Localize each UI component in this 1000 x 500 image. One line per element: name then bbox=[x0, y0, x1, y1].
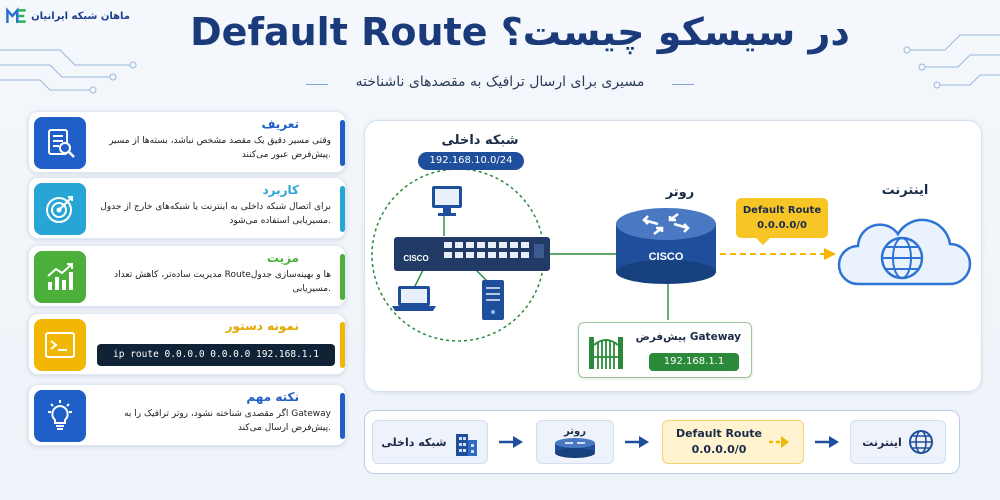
subtitle-divider-left bbox=[306, 84, 328, 85]
internal-subnet-badge: 192.168.10.0/24 bbox=[418, 152, 524, 170]
card-advantage-title: مزیت bbox=[266, 251, 299, 265]
card-advantage: مزیت مدیریت ساده‌تر، کاهش تعداد Routeها … bbox=[28, 245, 346, 307]
card-note-title: نکته مهم bbox=[246, 390, 299, 404]
document-search-icon bbox=[34, 117, 86, 169]
card-command-title: نمونه دستور bbox=[225, 319, 299, 333]
circuit-decoration-right bbox=[903, 34, 1000, 89]
switch-icon bbox=[394, 237, 550, 271]
flow-default-route-label: Default Route bbox=[675, 427, 763, 440]
flow-step-router-label: روتر bbox=[564, 425, 586, 437]
command-code: ip route 0.0.0.0 0.0.0.0 192.168.1.1 bbox=[97, 344, 335, 366]
gate-icon bbox=[589, 337, 623, 369]
card-important-note: نکته مهم اگر مقصدی شناخته نشود، روتر ترا… bbox=[28, 384, 346, 446]
router-title: روتر bbox=[665, 185, 695, 200]
card-definition: تعریف وقتی مسیر دقیق یک مقصد مشخص نباشد،… bbox=[28, 111, 346, 173]
default-route-value: 0.0.0.0/0 bbox=[757, 220, 807, 231]
card-accent-bar bbox=[340, 393, 345, 439]
router-brand-label: CISCO bbox=[649, 251, 684, 263]
lightbulb-icon bbox=[34, 390, 86, 442]
dashed-arrow-icon bbox=[769, 436, 790, 448]
circuit-decoration-left bbox=[0, 49, 137, 94]
default-route-label: Default Route bbox=[742, 205, 822, 216]
card-note-text: اگر مقصدی شناخته نشود، روتر ترافیک را به… bbox=[124, 409, 331, 433]
flow-step-default-route: Default Route 0.0.0.0/0 bbox=[662, 420, 804, 464]
server-icon bbox=[482, 280, 504, 320]
default-route-arrow-head bbox=[824, 248, 836, 260]
target-icon bbox=[34, 183, 86, 235]
flow-step-internal-label: شبکه داخلی bbox=[381, 435, 447, 449]
card-definition-text: وقتی مسیر دقیق یک مقصد مشخص نباشد، بسته‌… bbox=[109, 136, 331, 160]
card-accent-bar bbox=[340, 322, 345, 368]
flow-step-router: روتر bbox=[536, 420, 614, 464]
internet-title: اینترنت bbox=[881, 183, 929, 198]
gateway-label: پیش‌فرض Gateway bbox=[635, 331, 741, 343]
gateway-ip-badge: 192.168.1.1 bbox=[649, 353, 739, 371]
flow-step-internet-label: اینترنت bbox=[862, 435, 902, 449]
brand-mark-icon bbox=[6, 7, 26, 24]
gateway-box: پیش‌فرض Gateway 192.168.1.1 bbox=[578, 322, 752, 378]
flow-default-route-value: 0.0.0.0/0 bbox=[691, 443, 747, 456]
growth-chart-icon bbox=[34, 251, 86, 303]
globe-icon bbox=[908, 430, 933, 454]
laptop-icon bbox=[392, 286, 436, 311]
card-advantage-text: مدیریت ساده‌تر، کاهش تعداد Routeها و بهی… bbox=[114, 270, 331, 294]
flow-step-internal-network: شبکه داخلی bbox=[372, 420, 488, 464]
default-route-callout: Default Route 0.0.0.0/0 bbox=[736, 198, 828, 245]
router-icon bbox=[616, 208, 716, 284]
page-subtitle: مسیری برای ارسال ترافیک به مقصدهای ناشنا… bbox=[355, 74, 645, 90]
desktop-icon bbox=[432, 186, 462, 216]
router-small-icon bbox=[555, 437, 595, 458]
cloud-internet-icon bbox=[837, 218, 972, 286]
terminal-icon bbox=[34, 319, 86, 371]
card-definition-title: تعریف bbox=[261, 117, 299, 131]
card-usage-title: کاربرد bbox=[262, 183, 299, 197]
flow-step-internet: اینترنت bbox=[850, 420, 946, 464]
brand-logo: ماهان شبکه ایرانیان bbox=[6, 3, 130, 29]
card-usage-text: برای اتصال شبکه داخلی به اینترنت یا شبکه… bbox=[100, 202, 331, 226]
card-accent-bar bbox=[340, 120, 345, 166]
card-accent-bar bbox=[340, 254, 345, 300]
flow-arrow-icon bbox=[499, 436, 523, 448]
card-usage: کاربرد برای اتصال شبکه داخلی به اینترنت … bbox=[28, 177, 346, 239]
switch-brand-label: CISCO bbox=[403, 254, 428, 263]
brand-name: ماهان شبکه ایرانیان bbox=[31, 10, 130, 22]
page-title: Default Route در سیسکو چیست؟ bbox=[190, 10, 850, 54]
card-accent-bar bbox=[340, 186, 345, 232]
flow-arrow-icon bbox=[625, 436, 649, 448]
card-command-example: نمونه دستور ip route 0.0.0.0 0.0.0.0 192… bbox=[28, 313, 346, 375]
subtitle-divider-right bbox=[672, 84, 694, 85]
flow-arrow-icon bbox=[815, 436, 839, 448]
building-icon bbox=[455, 434, 477, 456]
network-diagram: CISCO CISCO bbox=[371, 168, 972, 342]
internal-network-title: شبکه داخلی bbox=[441, 133, 519, 148]
